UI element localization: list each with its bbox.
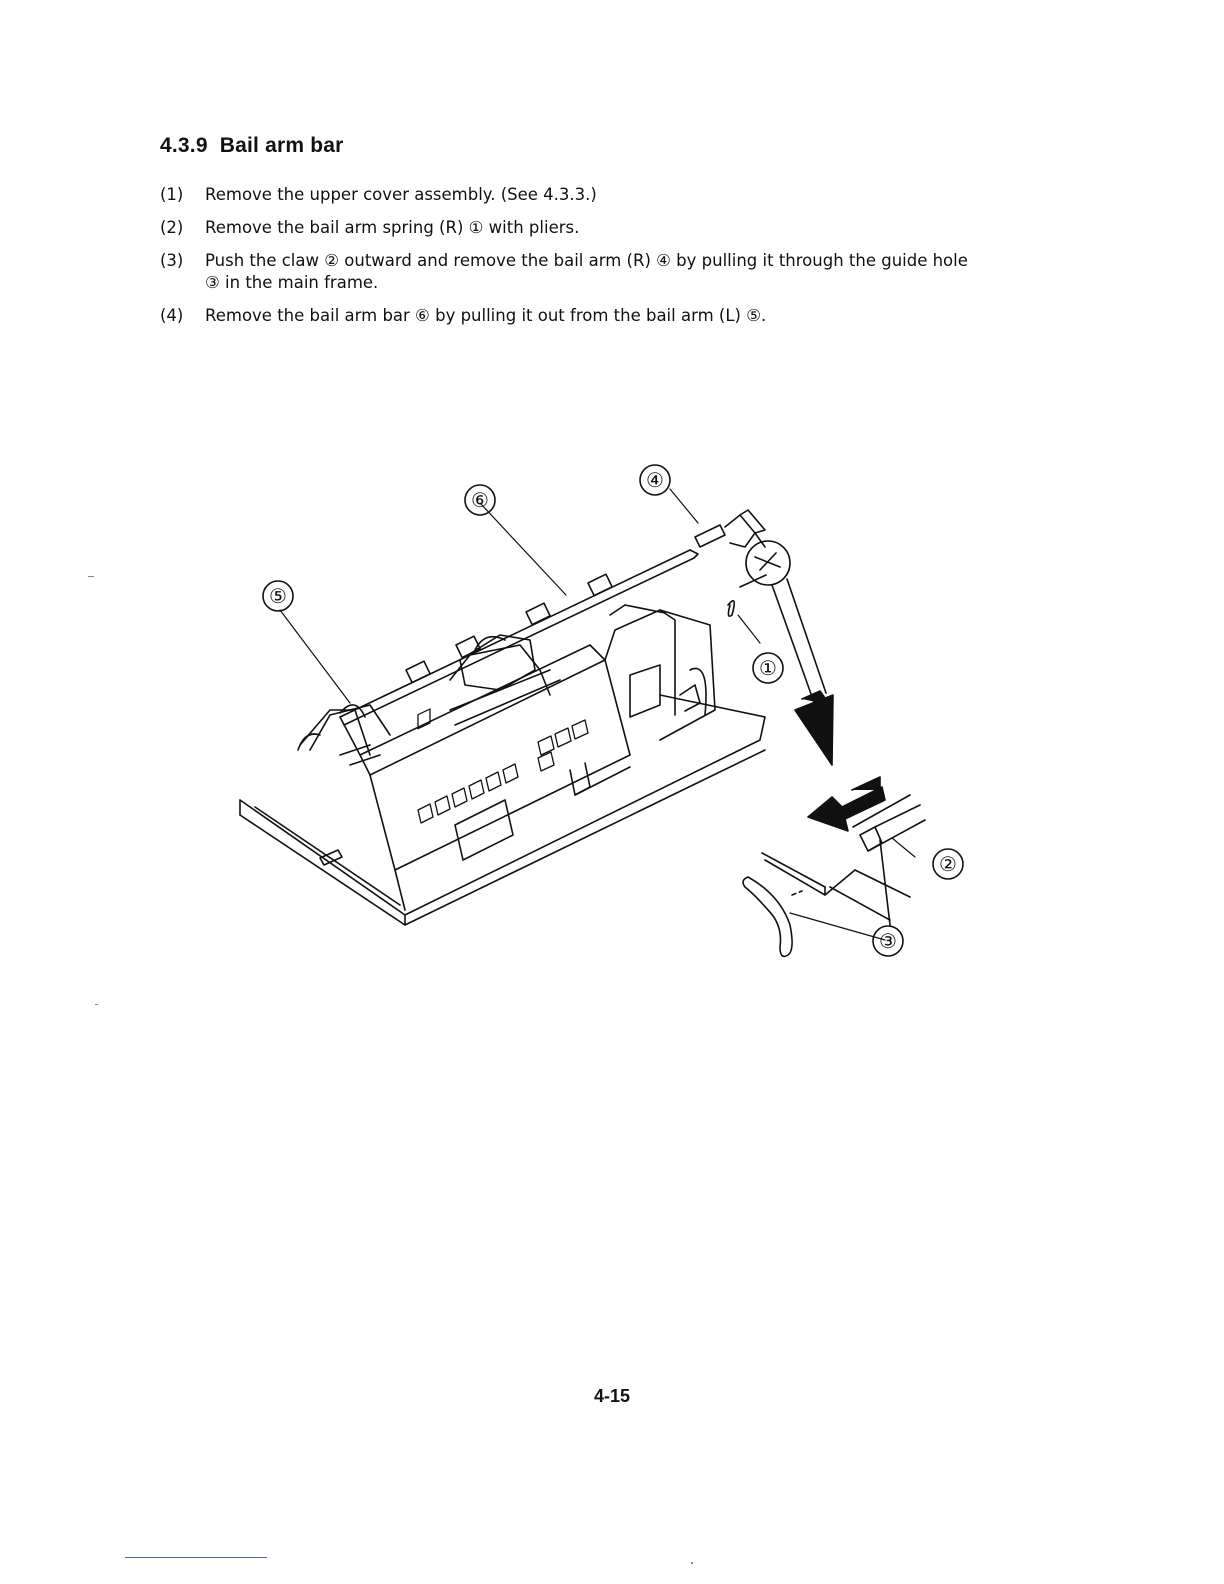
callout-2: ②	[939, 852, 957, 876]
step-text: Remove the bail arm spring (R) ① with pl…	[205, 218, 580, 237]
step-text: Remove the bail arm bar ⑥ by pulling it …	[205, 306, 767, 325]
section-heading: 4.3.9 Bail arm bar	[160, 134, 344, 158]
step-2: (2) Remove the bail arm spring (R) ① wit…	[160, 217, 1060, 239]
scan-speck	[88, 576, 94, 577]
print-head-carriage	[449, 634, 561, 726]
step-text-continued: ③ in the main frame.	[205, 273, 379, 292]
printer-disassembly-illustration: ④ ⑥ ⑤ ① ② ③	[239, 464, 964, 958]
main-frame	[309, 604, 716, 766]
step-text: Remove the upper cover assembly. (See 4.…	[205, 185, 597, 204]
bail-arm-right	[694, 509, 766, 548]
callout-markers	[262, 464, 964, 957]
guide-hole	[742, 876, 803, 958]
callout-4: ④	[646, 468, 664, 492]
downward-arrow	[771, 578, 834, 766]
section-number: 4.3.9	[160, 134, 208, 157]
footer-rule	[125, 1557, 267, 1558]
step-index: (2)	[160, 218, 184, 237]
detail-circle	[727, 540, 791, 618]
callout-3: ③	[879, 929, 897, 953]
callout-5: ⑤	[269, 584, 287, 608]
scan-speck	[691, 1562, 693, 1564]
claw-detail	[761, 794, 926, 926]
callout-1: ①	[759, 656, 777, 680]
step-index: (4)	[160, 306, 184, 325]
bail-arm-bar	[339, 549, 699, 726]
push-direction-arrow	[807, 776, 886, 832]
page-number: 4-15	[593, 1386, 631, 1406]
step-1: (1) Remove the upper cover assembly. (Se…	[160, 184, 1060, 206]
callout-6: ⑥	[471, 488, 489, 512]
panel-buttons	[417, 708, 589, 824]
base-plate	[239, 694, 766, 926]
step-3: (3) Push the claw ② outward and remove t…	[160, 250, 1060, 294]
step-text: Push the claw ② outward and remove the b…	[205, 251, 968, 270]
step-4: (4) Remove the bail arm bar ⑥ by pulling…	[160, 305, 1060, 327]
step-index: (3)	[160, 251, 184, 270]
callout-leaders	[279, 488, 916, 941]
step-index: (1)	[160, 185, 184, 204]
left-side-assembly	[297, 704, 371, 756]
procedure-steps: (1) Remove the upper cover assembly. (Se…	[160, 184, 1060, 338]
section-title: Bail arm bar	[219, 134, 344, 157]
scan-speck	[95, 1004, 98, 1005]
